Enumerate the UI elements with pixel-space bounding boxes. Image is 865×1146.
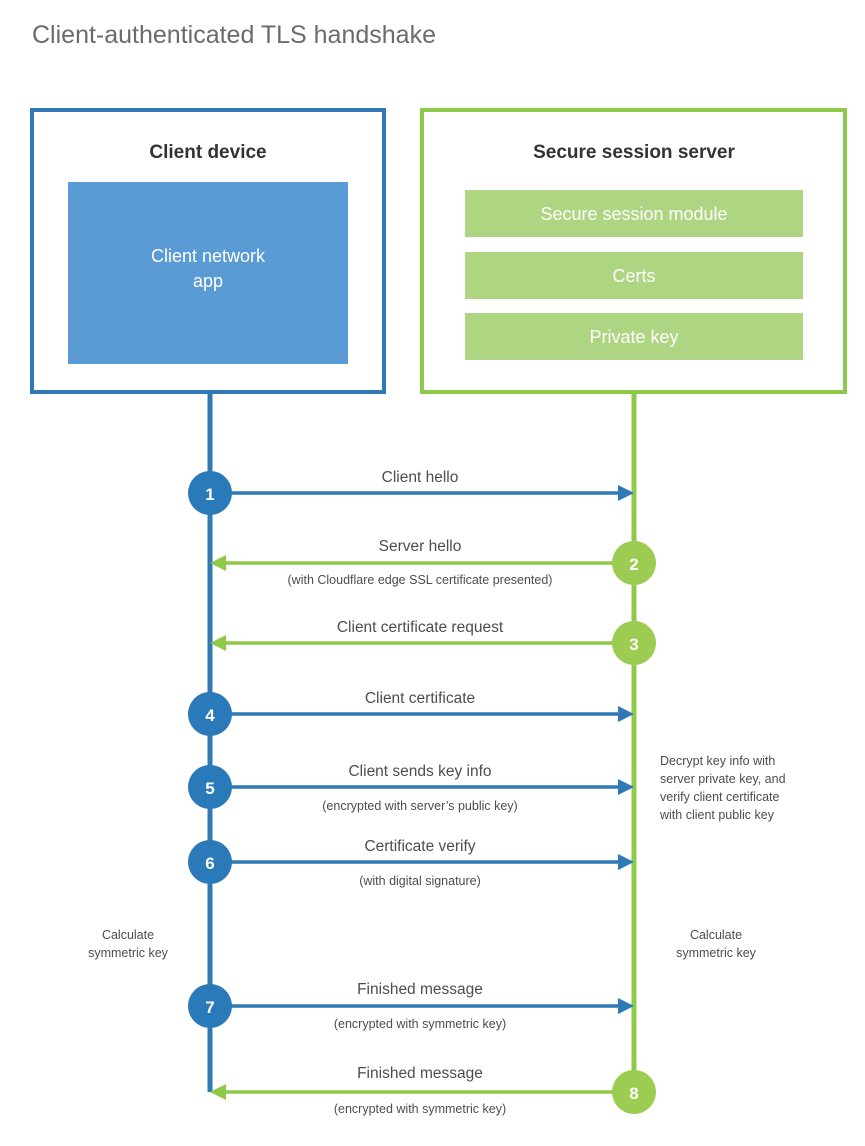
server-decrypt-line-4: with client public key: [659, 808, 775, 822]
step-1-arrowhead: [618, 485, 634, 501]
client-symmetric-line-1: Calculate: [102, 928, 154, 942]
step-2-sub-label: (with Cloudflare edge SSL certificate pr…: [288, 573, 553, 587]
step-2-marker: [612, 541, 656, 585]
step-7-sub-label: (encrypted with symmetric key): [334, 1017, 506, 1031]
client-network-app-box: [68, 182, 348, 364]
page-title: Client-authenticated TLS handshake: [32, 21, 436, 49]
server-symmetric-line-1: Calculate: [690, 928, 742, 942]
step-5-arrowhead: [618, 779, 634, 795]
step-6-group: Certificate verify (with digital signatu…: [188, 838, 634, 888]
step-8-main-label: Finished message: [357, 1065, 483, 1082]
server-decrypt-line-1: Decrypt key info with: [660, 754, 775, 768]
step-8-arrowhead: [210, 1084, 226, 1100]
step-4-number: 4: [205, 706, 215, 725]
server-symmetric-key-annotation: Calculate symmetric key: [676, 928, 757, 960]
step-8-group: Finished message (encrypted with symmetr…: [210, 1065, 656, 1116]
server-item-box-certs: [465, 252, 803, 299]
client-device-heading: Client device: [149, 142, 266, 163]
step-7-group: Finished message (encrypted with symmetr…: [188, 981, 634, 1031]
step-7-number: 7: [205, 998, 214, 1017]
step-5-main-label: Client sends key info: [348, 763, 491, 780]
server-item-label-certs: Certs: [612, 266, 655, 286]
step-4-group: Client certificate 4: [188, 690, 634, 736]
server-item-box-secure-session-module: [465, 190, 803, 237]
server-item-label-secure-session-module: Secure session module: [540, 204, 727, 224]
client-symmetric-key-annotation: Calculate symmetric key: [88, 928, 169, 960]
step-1-marker: [188, 471, 232, 515]
step-5-group: Client sends key info (encrypted with se…: [188, 763, 634, 813]
step-3-arrowhead: [210, 635, 226, 651]
step-7-main-label: Finished message: [357, 981, 483, 998]
step-6-arrowhead: [618, 854, 634, 870]
server-item-label-private-key: Private key: [589, 327, 678, 347]
server-decrypt-annotation: Decrypt key info with server private key…: [659, 754, 786, 822]
step-2-main-label: Server hello: [379, 538, 462, 555]
step-8-marker: [612, 1070, 656, 1114]
step-2-group: Server hello (with Cloudflare edge SSL c…: [210, 538, 656, 587]
client-symmetric-line-2: symmetric key: [88, 946, 169, 960]
step-1-number: 1: [205, 485, 214, 504]
step-4-main-label: Client certificate: [365, 690, 475, 707]
step-7-arrowhead: [618, 998, 634, 1014]
step-6-number: 6: [205, 854, 214, 873]
step-8-sub-label: (encrypted with symmetric key): [334, 1102, 506, 1116]
step-4-arrowhead: [618, 706, 634, 722]
step-6-marker: [188, 840, 232, 884]
step-3-number: 3: [629, 635, 638, 654]
step-1-group: Client hello 1: [188, 469, 634, 515]
step-1-main-label: Client hello: [382, 469, 459, 486]
server-decrypt-line-2: server private key, and: [660, 772, 786, 786]
step-5-number: 5: [205, 779, 214, 798]
secure-session-server-panel: Secure session server Secure session mod…: [420, 108, 847, 394]
step-3-group: Client certificate request 3: [210, 619, 656, 665]
step-6-sub-label: (with digital signature): [359, 874, 481, 888]
server-item-box-private-key: [465, 313, 803, 360]
step-5-marker: [188, 765, 232, 809]
client-network-app-label-line1: Client network: [151, 246, 266, 266]
step-5-sub-label: (encrypted with server’s public key): [322, 799, 517, 813]
step-2-number: 2: [629, 555, 638, 574]
client-network-app-label-line2: app: [193, 271, 223, 291]
step-3-marker: [612, 621, 656, 665]
step-2-arrowhead: [210, 555, 226, 571]
step-7-marker: [188, 984, 232, 1028]
server-decrypt-line-3: verify client certificate: [660, 790, 780, 804]
step-4-marker: [188, 692, 232, 736]
secure-session-server-heading: Secure session server: [533, 142, 735, 163]
step-8-number: 8: [629, 1084, 638, 1103]
server-symmetric-line-2: symmetric key: [676, 946, 757, 960]
client-device-panel: Client device Client network app: [30, 108, 386, 394]
step-3-main-label: Client certificate request: [337, 619, 504, 636]
step-6-main-label: Certificate verify: [364, 838, 475, 855]
